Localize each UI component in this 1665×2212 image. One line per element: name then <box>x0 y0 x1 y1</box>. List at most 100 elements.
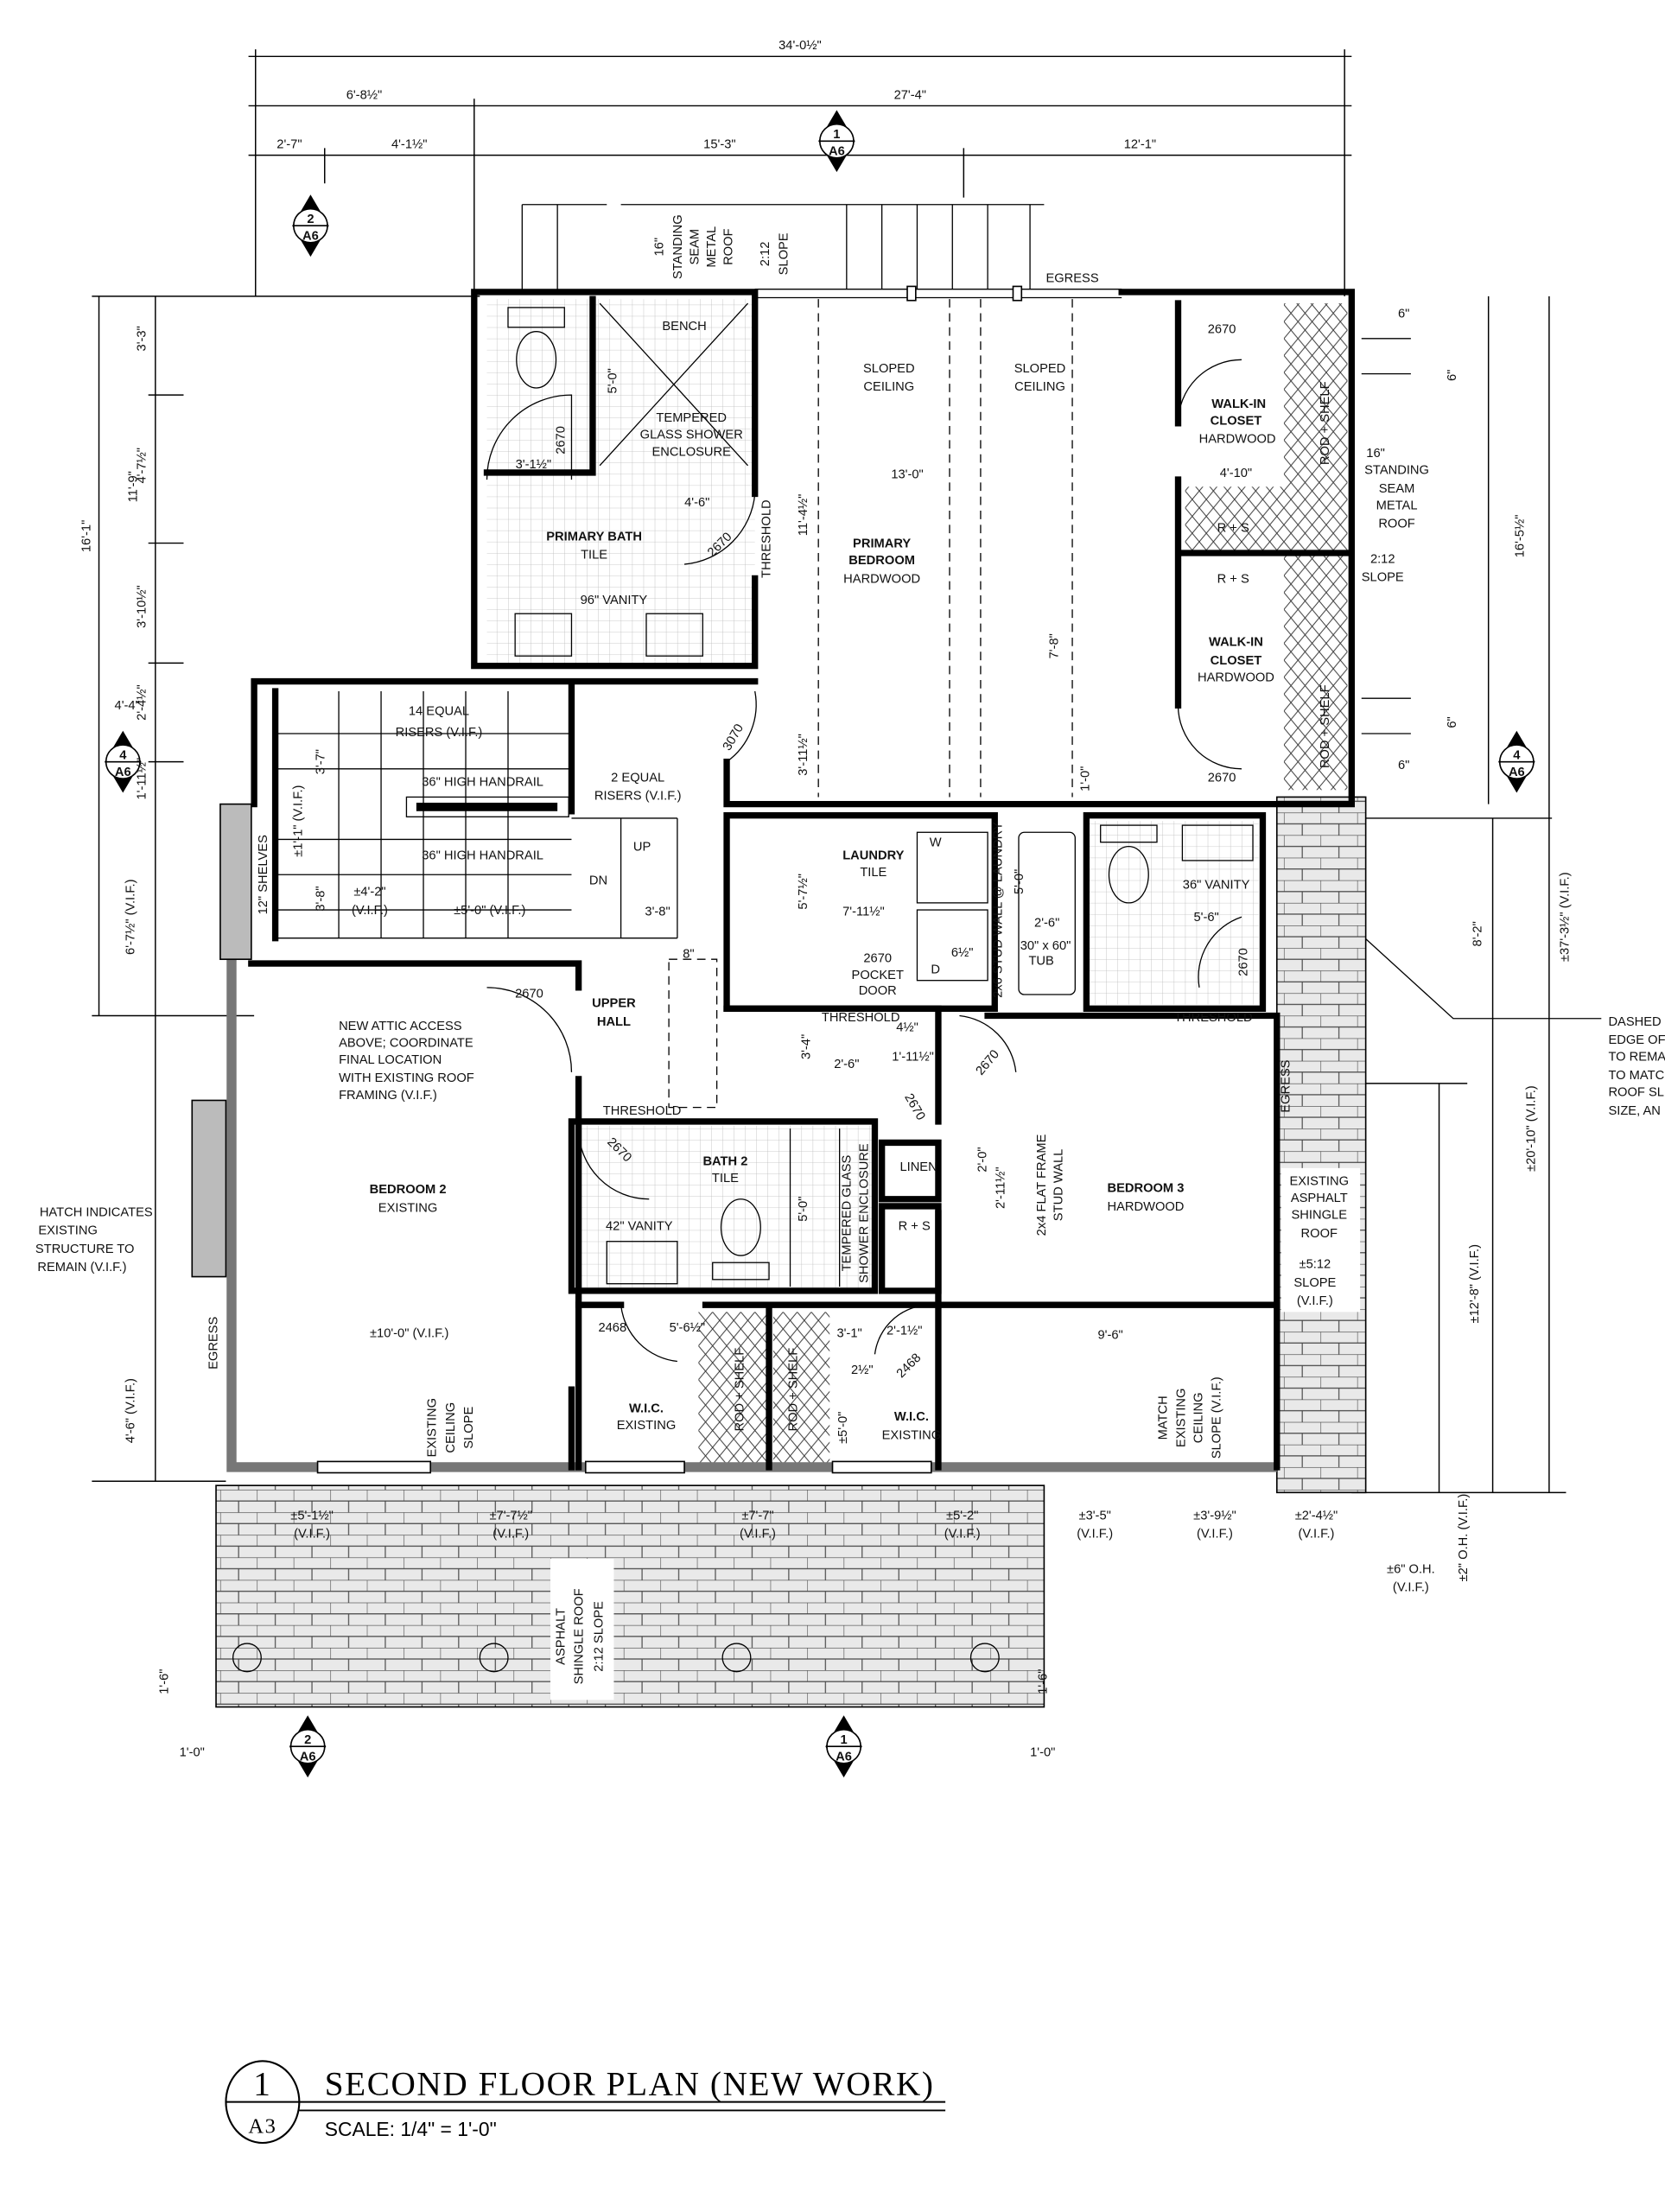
dim: (V.I.F.) <box>1393 1581 1429 1595</box>
dim: (V.I.F.) <box>1077 1528 1113 1541</box>
dim: 7'-8" <box>1048 633 1062 658</box>
hatch-note: HATCH INDICATES <box>40 1205 153 1219</box>
room-name: W.I.C. <box>629 1402 664 1415</box>
attic-note: ABOVE; COORDINATE <box>339 1036 473 1050</box>
dim: 16'-1" <box>80 520 94 552</box>
rod-shelf-label: ROD + SHELF <box>1319 684 1332 768</box>
ceiling-note: EXISTING <box>1175 1389 1189 1448</box>
dim: 1'-11½" <box>135 758 149 800</box>
section-marker-2-top: 2A6 <box>292 194 329 257</box>
hatch-note: STRUCTURE TO <box>35 1243 135 1256</box>
left-dimension-lines <box>92 296 480 1483</box>
dim: 13'-0" <box>891 467 923 481</box>
room-finish: HARDWOOD <box>1198 671 1274 685</box>
room-status: EXISTING <box>378 1201 438 1215</box>
vanity-label: 42" VANITY <box>606 1220 673 1234</box>
stair-note: RISERS (V.I.F.) <box>594 790 682 804</box>
dim: 1'-11½" <box>892 1051 934 1065</box>
dim: 2'-6" <box>834 1058 859 1071</box>
shingle-note: ASPHALT <box>1291 1192 1348 1205</box>
door-tag: POCKET <box>852 969 904 982</box>
threshold-label: THRESHOLD <box>1174 1011 1253 1025</box>
dim: 1'-6" <box>158 1669 172 1694</box>
rod-shelf-label: ROD + SHELF <box>734 1348 747 1432</box>
section-marker-2-bottom: 2A6 <box>289 1715 327 1778</box>
room-name: HALL <box>597 1015 631 1029</box>
dim: 3'-1½" <box>516 458 552 472</box>
dim: 4'-7½" <box>135 448 149 483</box>
stair-up-label: UP <box>633 840 651 854</box>
dim: 11'-9" <box>127 471 141 502</box>
ceiling-note: CEILING <box>863 380 914 394</box>
tub-label: TUB <box>1028 955 1054 969</box>
door-swings <box>486 359 1242 1363</box>
hatch-note: REMAIN (V.I.F.) <box>37 1261 126 1274</box>
wall-note: 2x6 STUD WALL @ LAUNDRY <box>991 822 1005 998</box>
dim: (V.I.F.) <box>294 1528 330 1541</box>
dim: 5'-7½" <box>797 874 810 910</box>
door-tag: 2670 <box>901 1091 927 1122</box>
rod-shelf-label: ROD + SHELF <box>787 1348 801 1432</box>
dim: ±6" O.H. <box>1387 1562 1435 1576</box>
closet-shelf-hatch <box>1283 303 1348 791</box>
door-tag: 2670 <box>974 1047 1002 1077</box>
room-status: EXISTING <box>882 1428 942 1442</box>
room-name: W.I.C. <box>894 1410 929 1424</box>
door-tag: 2670 <box>554 426 568 454</box>
section-marker-4-left: 4A6 <box>105 730 142 793</box>
room-name: BEDROOM 2 <box>370 1183 447 1197</box>
washer-label: W <box>930 836 942 850</box>
bottom-roof-vents <box>232 1643 1000 1673</box>
dim: ±5'-2" <box>946 1509 978 1522</box>
dim: 4½" <box>896 1020 918 1034</box>
door-tag: 2670 <box>515 987 543 1001</box>
attic-note: WITH EXISTING ROOF <box>339 1071 474 1085</box>
dim: ±12'-8" (V.I.F.) <box>1468 1244 1482 1323</box>
dim: 2½" <box>851 1363 874 1377</box>
dim: 3'-1" <box>836 1327 861 1341</box>
door-tag: 2670 <box>863 951 892 965</box>
ceiling-note: SLOPED <box>863 362 915 376</box>
room-status: EXISTING <box>617 1419 677 1433</box>
room-name: BATH 2 <box>702 1155 747 1169</box>
dim: ±5'-0" <box>836 1412 850 1444</box>
shingle-note: EXISTING <box>1289 1174 1349 1188</box>
dim: 1'-6" <box>1037 1669 1051 1694</box>
marker-number: 1 <box>840 1733 847 1747</box>
dim: ±3'-5" <box>1079 1509 1111 1522</box>
door-tag: DOOR <box>859 984 897 998</box>
room-name: PRIMARY <box>853 537 911 550</box>
shingle-note-bg <box>1281 1167 1361 1313</box>
dim: ±37'-3½" (V.I.F.) <box>1559 872 1573 962</box>
room-name: BEDROOM <box>848 554 915 568</box>
roof-note: SEAM <box>688 229 702 265</box>
shower-note: TEMPERED GLASS <box>841 1155 855 1272</box>
room-finish: TILE <box>712 1172 739 1185</box>
roof-note: ASPHALT <box>554 1608 568 1665</box>
marker-sheet: A6 <box>300 1751 316 1764</box>
shelves-label: 12" SHELVES <box>257 835 270 915</box>
walls <box>248 289 1355 1471</box>
marker-number: 4 <box>1513 748 1521 762</box>
drawing-title: SECOND FLOOR PLAN (NEW WORK) <box>325 2065 935 2102</box>
ceiling-note: SLOPED <box>1014 362 1066 376</box>
dim: ±10'-0" (V.I.F.) <box>370 1327 448 1341</box>
dim: 5'-0" <box>607 368 620 393</box>
marker-number: 2 <box>304 1733 311 1747</box>
top-dimension-lines <box>248 49 1352 296</box>
dim: (V.I.F.) <box>740 1528 776 1541</box>
dim: ±2" O.H. (V.I.F.) <box>1457 1494 1471 1582</box>
dim: 8" <box>683 948 694 962</box>
dim: 4'-4" <box>115 699 140 713</box>
roof-note: 2:12 <box>1370 552 1395 566</box>
dashed-note: TO REMA <box>1608 1051 1665 1065</box>
ceiling-note: MATCH <box>1156 1395 1170 1440</box>
egress-label: EGRESS <box>1279 1059 1293 1112</box>
door-tag: 2670 <box>1208 322 1236 336</box>
roof-note: STANDING <box>1364 464 1429 478</box>
attic-note: NEW ATTIC ACCESS <box>339 1020 462 1033</box>
dim: 2'-1½" <box>887 1324 923 1338</box>
bath2-tile <box>575 1125 873 1288</box>
ceiling-note: SLOPE (V.I.F.) <box>1210 1376 1223 1459</box>
dim: 15'-3" <box>703 137 735 151</box>
